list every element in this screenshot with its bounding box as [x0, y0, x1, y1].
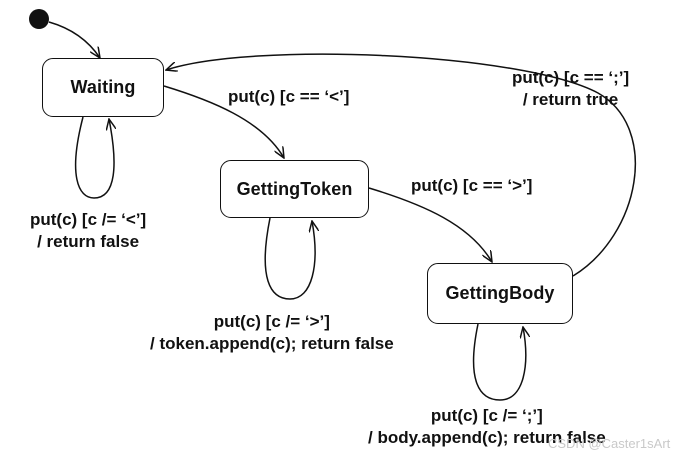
label-token-self: put(c) [c /= ‘>’] / token.append(c); ret… [150, 311, 394, 355]
state-getting-token: GettingToken [220, 160, 369, 218]
label-waiting-to-token: put(c) [c == ‘<’] [228, 87, 350, 106]
state-getting-token-label: GettingToken [236, 178, 353, 199]
state-getting-body-label: GettingBody [445, 283, 555, 303]
transition-waiting-to-token [163, 85, 284, 158]
label-token-self-action: / token.append(c); return false [150, 334, 394, 353]
state-waiting-label: Waiting [70, 77, 136, 97]
label-waiting-self-guard: put(c) [c /= ‘<’] [30, 210, 147, 229]
label-token-to-body: put(c) [c == ‘>’] [411, 176, 533, 195]
label-body-self-guard: put(c) [c /= ‘;’] [430, 406, 543, 425]
watermark: CSDN @Caster1sArt [548, 436, 671, 451]
label-body-self: put(c) [c /= ‘;’] / body.append(c); retu… [368, 405, 606, 449]
self-loop-getting-body [472, 323, 526, 401]
label-waiting-self-action: / return false [37, 232, 140, 251]
label-token-self-guard: put(c) [c /= ‘>’] [213, 312, 330, 331]
self-loop-waiting [74, 116, 114, 199]
initial-state-dot [29, 9, 49, 29]
state-getting-body: GettingBody [427, 263, 573, 324]
label-body-to-waiting-guard: put(c) [c == ‘;’] [512, 68, 630, 87]
transition-token-to-body [368, 187, 492, 262]
label-body-self-action: / body.append(c); return false [368, 428, 606, 447]
label-waiting-self: put(c) [c /= ‘<’] / return false [30, 209, 146, 253]
initial-transition [48, 21, 100, 58]
state-waiting: Waiting [42, 58, 164, 117]
self-loop-getting-token [264, 217, 315, 300]
transition-body-to-waiting [166, 53, 637, 277]
label-body-to-waiting-action: / return true [522, 90, 619, 109]
label-body-to-waiting: put(c) [c == ‘;’] / return true [512, 67, 629, 111]
